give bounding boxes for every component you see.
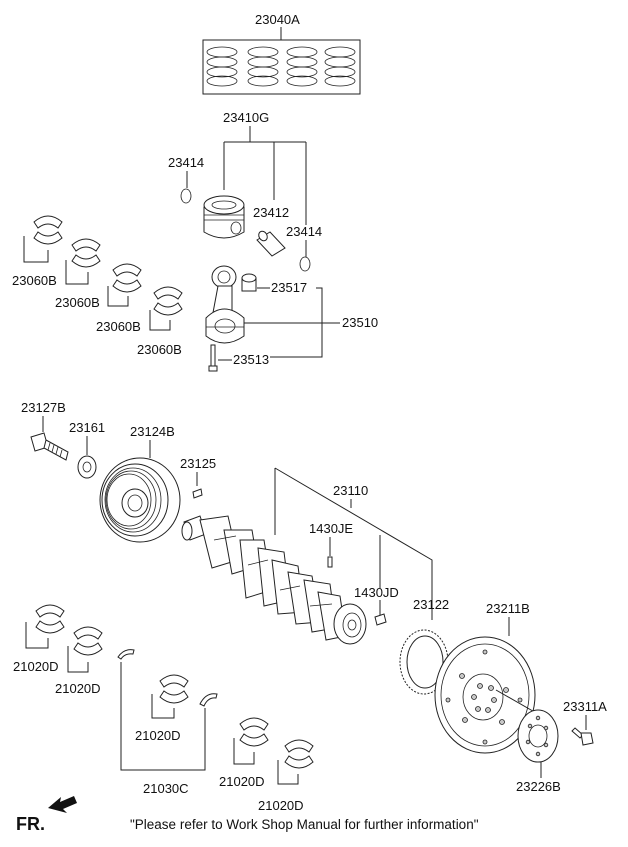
main-bearing-2[interactable] <box>73 626 103 656</box>
label-flywheel-bolt: 23311A <box>563 699 607 714</box>
label-main-bearing-4: 21020D <box>219 774 265 789</box>
footer-note: "Please refer to Work Shop Manual for fu… <box>130 817 479 832</box>
label-pin-je: 1430JE <box>309 521 353 536</box>
conrod-bearing-3[interactable] <box>112 263 142 293</box>
label-flywheel: 23211B <box>486 601 530 616</box>
label-snap-ring-right: 23414 <box>286 224 322 239</box>
label-main-bearing-1: 21020D <box>13 659 59 674</box>
label-thrust-washer: 21030C <box>143 781 189 796</box>
label-damper-pulley: 23124B <box>130 424 175 439</box>
label-washer: 23161 <box>69 420 105 435</box>
snap-ring-right[interactable] <box>299 256 311 272</box>
flywheel[interactable] <box>434 636 536 754</box>
conrod-bushing[interactable] <box>241 273 257 292</box>
conrod-bolt[interactable] <box>208 344 218 372</box>
adapter-plate[interactable] <box>517 709 559 763</box>
label-piston-assy: 23410G <box>223 110 269 125</box>
pulley-bolt[interactable] <box>30 432 69 461</box>
connecting-rod[interactable] <box>205 265 245 344</box>
label-conrod-bearing-3: 23060B <box>96 319 141 334</box>
main-bearing-4[interactable] <box>239 717 269 747</box>
conrod-bearing-1[interactable] <box>33 215 63 245</box>
label-adapter-plate: 23226B <box>516 779 561 794</box>
label-piston-ring-set: 23040A <box>255 12 300 27</box>
label-piston-pin: 23412 <box>253 205 289 220</box>
conrod-bearing-2[interactable] <box>71 238 101 268</box>
label-snap-ring-left: 23414 <box>168 155 204 170</box>
label-connecting-rod: 23510 <box>342 315 378 330</box>
flywheel-bolt[interactable] <box>571 727 594 746</box>
label-key: 23125 <box>180 456 216 471</box>
label-conrod-bearing-2: 23060B <box>55 295 100 310</box>
label-main-bearing-2: 21020D <box>55 681 101 696</box>
label-ring-gear: 23122 <box>413 597 449 612</box>
main-bearing-3[interactable] <box>159 674 189 704</box>
front-label: FR. <box>16 814 45 834</box>
label-main-bearing-5: 21020D <box>258 798 304 813</box>
label-conrod-bolt: 23513 <box>233 352 269 367</box>
main-bearing-1[interactable] <box>35 604 65 634</box>
key[interactable] <box>192 488 203 499</box>
label-pin-jd: 1430JD <box>354 585 399 600</box>
front-arrow-icon <box>48 796 77 813</box>
label-crankshaft: 23110 <box>333 483 368 498</box>
pin-je[interactable] <box>327 556 333 568</box>
piston[interactable] <box>203 195 245 239</box>
label-conrod-bushing: 23517 <box>271 280 307 295</box>
label-pulley-bolt: 23127B <box>21 400 66 415</box>
piston-ring-set[interactable] <box>202 39 361 95</box>
snap-ring-left[interactable] <box>180 188 192 204</box>
ring-gear[interactable] <box>399 629 449 695</box>
thrust-washer[interactable] <box>117 649 218 707</box>
damper-pulley[interactable] <box>99 457 181 543</box>
label-conrod-bearing-4: 23060B <box>137 342 182 357</box>
label-main-bearing-3: 21020D <box>135 728 181 743</box>
main-bearing-5[interactable] <box>284 739 314 769</box>
conrod-bearing-4[interactable] <box>153 286 183 316</box>
washer[interactable] <box>77 455 97 479</box>
crankshaft[interactable] <box>181 515 367 645</box>
piston-pin[interactable] <box>256 230 286 257</box>
label-conrod-bearing-1: 23060B <box>12 273 57 288</box>
pin-jd[interactable] <box>374 613 387 626</box>
